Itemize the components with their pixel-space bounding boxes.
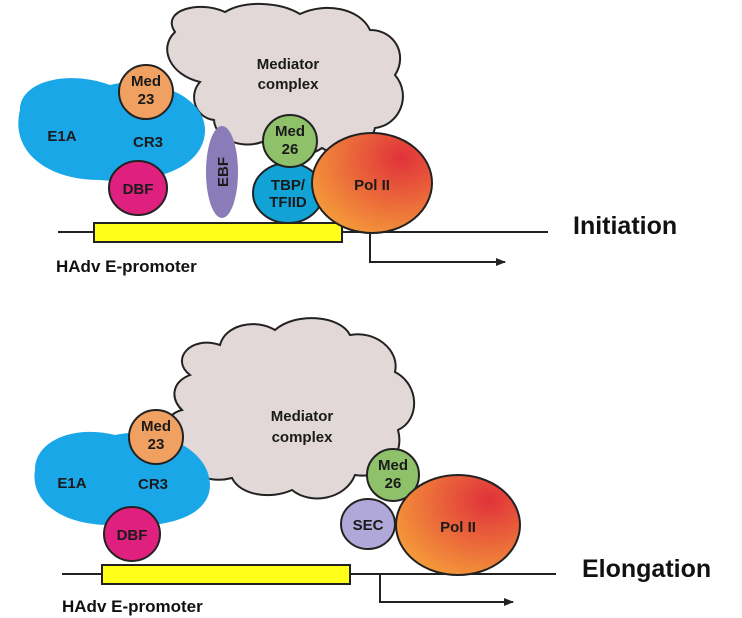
promoter-label: HAdv E-promoter <box>56 257 197 276</box>
mediator-complex-cloud <box>166 3 404 157</box>
mediator-label-line2: complex <box>258 76 320 93</box>
sec-protein <box>340 498 396 550</box>
dbf-label: DBF <box>123 181 154 198</box>
pol-ii-label: Pol II <box>354 177 390 194</box>
state-label-elongation: Elongation <box>582 555 711 583</box>
state-label-initiation: Initiation <box>573 212 677 240</box>
dbf-label: DBF <box>117 527 148 544</box>
transcription-arrow <box>369 232 506 266</box>
promoter-label: HAdv E-promoter <box>62 597 203 616</box>
cr3-label: CR3 <box>138 476 168 493</box>
pol-ii-protein <box>311 132 433 234</box>
med23-protein <box>118 64 174 120</box>
med23-protein <box>128 409 184 465</box>
sec-label: SEC <box>353 517 384 534</box>
med26-protein <box>366 448 420 502</box>
e1a-protein <box>18 78 205 181</box>
med26-label-line1: Med <box>275 123 305 140</box>
med26-label-line2: 26 <box>385 475 402 492</box>
ebf-protein <box>206 126 238 218</box>
dbf-protein <box>108 160 168 216</box>
tbp-label-line2: TFIID <box>269 194 307 211</box>
med23-label-line1: Med <box>131 73 161 90</box>
transcription-arrow <box>379 574 514 606</box>
initiation-panel: Mediator complex E1A CR3 Med 23 DBF EBF … <box>18 3 677 276</box>
promoter-box <box>101 564 351 585</box>
promoter-box <box>93 222 343 243</box>
cr3-label: CR3 <box>133 134 163 151</box>
med26-label-line2: 26 <box>282 141 299 158</box>
e1a-label: E1A <box>47 128 76 145</box>
med26-label-line1: Med <box>378 457 408 474</box>
ebf-label: EBF <box>215 157 232 187</box>
med23-label-line2: 23 <box>148 436 165 453</box>
tbp-label-line1: TBP/ <box>271 177 306 194</box>
mediator-label-line2: complex <box>272 429 334 446</box>
elongation-panel: Mediator complex E1A CR3 Med 23 DBF HAdv… <box>34 317 711 616</box>
mediator-label-line1: Mediator <box>257 56 320 73</box>
e1a-label: E1A <box>57 475 86 492</box>
med23-label-line1: Med <box>141 418 171 435</box>
dbf-protein <box>103 506 161 562</box>
pol-ii-label: Pol II <box>440 519 476 536</box>
pol-ii-protein <box>395 474 521 576</box>
med26-protein <box>262 114 318 168</box>
mediator-label-line1: Mediator <box>271 408 334 425</box>
med23-label-line2: 23 <box>138 91 155 108</box>
